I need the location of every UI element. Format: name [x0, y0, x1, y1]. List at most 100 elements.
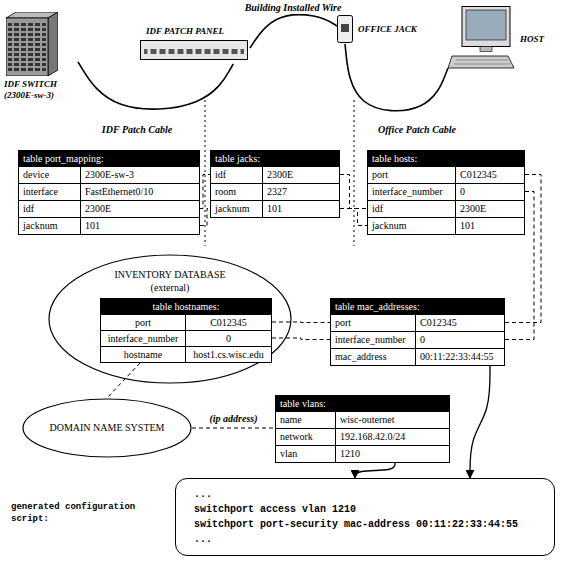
ellipse-label: INVENTORY DATABASE	[48, 268, 292, 281]
field-value: 2327	[263, 183, 339, 200]
field-value: 00:11:22:33:44:55	[416, 348, 504, 365]
db-table: table vlans:namewisc-outernetnetwork192.…	[275, 395, 450, 463]
patch-panel: IDF PATCH PANEL	[138, 24, 250, 64]
database-ellipse: INVENTORY DATABASE(external) table hostna…	[48, 254, 292, 384]
field-value: 2300E	[81, 200, 199, 217]
table-title: table jacks:	[211, 151, 339, 166]
field-value: 192.168.42.0/24	[336, 428, 449, 445]
db-table: table jacks:idf2300Eroom2327jacknum101	[210, 150, 340, 218]
separator-line	[205, 100, 206, 246]
device-art	[338, 16, 353, 43]
separator-line	[354, 100, 355, 246]
db-table: table hostnames:portC012345interface_num…	[100, 298, 272, 363]
script-line: ...	[194, 487, 536, 502]
link-line	[272, 322, 330, 324]
field-value: 0	[416, 331, 504, 348]
edge-label-box: Building Installed Wire	[243, 2, 344, 14]
table-body: device2300E-sw-3interfaceFastEthernet0/1…	[19, 166, 199, 234]
device-illustration	[6, 12, 58, 76]
field-value: 101	[81, 217, 199, 234]
device-illustration	[140, 40, 248, 60]
ellipse-label: DOMAIN NAME SYSTEM	[22, 421, 192, 434]
db-table: table hosts:portC012345interface_number0…	[367, 150, 525, 235]
field-name: jacknum	[19, 217, 81, 234]
cable-line	[345, 44, 448, 111]
field-value: 101	[456, 217, 524, 234]
device-label: IDF PATCH PANEL	[146, 26, 250, 37]
arrow-line	[470, 366, 490, 478]
table-body: portC012345interface_number0mac_address0…	[331, 314, 504, 365]
office-jack: OFFICE JACK	[337, 14, 432, 44]
device-illustration	[448, 6, 518, 70]
field-value: 0	[456, 183, 524, 200]
table-title: table vlans:	[276, 396, 449, 411]
script-line: switchport port-security mac-address 00:…	[194, 517, 536, 532]
field-name: device	[19, 166, 81, 183]
field-value: 2300E	[263, 166, 339, 183]
table-title: table hosts:	[368, 151, 524, 166]
field-name: network	[276, 428, 336, 445]
field-name: port	[101, 314, 186, 330]
db-table: table mac_addresses:portC012345interface…	[330, 298, 505, 366]
link-line	[340, 209, 367, 226]
config-script-box: generated configuration script:...switch…	[175, 478, 555, 556]
service-ellipse: DOMAIN NAME SYSTEM	[22, 398, 192, 458]
db-table: table port_mapping:device2300E-sw-3inter…	[18, 150, 200, 235]
device-illustration	[337, 15, 353, 43]
field-name: hostname	[101, 346, 186, 362]
field-value: 0	[186, 330, 271, 346]
script-line: ...	[194, 532, 536, 547]
field-value: 2300E-sw-3	[81, 166, 199, 183]
field-name: interface_number	[331, 331, 416, 348]
field-value: 2300E	[456, 200, 524, 217]
field-name: interface_number	[368, 183, 456, 200]
edge-label-box: IDF Patch Cable	[100, 124, 174, 136]
cable-line	[78, 62, 233, 109]
switch-device: IDF SWITCH (2300E-sw-3)	[4, 12, 78, 102]
table-title: table hostnames:	[101, 299, 271, 314]
field-name: jacknum	[211, 200, 263, 217]
script-line: switchport access vlan 1210	[194, 502, 536, 517]
table-body: portC012345interface_number0idf2300Ejack…	[368, 166, 524, 234]
link-line	[340, 175, 367, 209]
edge-label-box: (ip address)	[207, 413, 259, 425]
field-name: idf	[19, 200, 81, 217]
link-line	[192, 428, 275, 429]
field-value: C012345	[416, 314, 504, 331]
field-name: interface	[19, 183, 81, 200]
table-title: table port_mapping:	[19, 151, 199, 166]
field-name: idf	[368, 200, 456, 217]
ellipse-shape	[49, 255, 291, 383]
field-name: interface_number	[101, 330, 186, 346]
cable-line	[250, 15, 337, 48]
field-value: host1.cs.wisc.edu	[186, 346, 271, 362]
field-name: port	[331, 314, 416, 331]
field-name: mac_address	[331, 348, 416, 365]
host-computer: HOST	[448, 2, 558, 74]
link-line	[200, 209, 210, 226]
ellipse-shape	[23, 399, 191, 457]
edge-label: Office Patch Cable	[376, 124, 458, 136]
arrow-line	[355, 463, 395, 478]
field-name: room	[211, 183, 263, 200]
device-art	[6, 12, 58, 76]
field-value: FastEthernet0/10	[81, 183, 199, 200]
device-label: IDF SWITCH (2300E-sw-3)	[4, 79, 76, 101]
link-line	[272, 338, 330, 340]
table-body: namewisc-outernetnetwork192.168.42.0/24v…	[276, 411, 449, 462]
field-value: 101	[263, 200, 339, 217]
device-art	[141, 41, 248, 60]
ellipse-label: (external)	[48, 281, 292, 294]
edge-label: (ip address)	[207, 413, 259, 425]
field-name: port	[368, 166, 456, 183]
field-name: vlan	[276, 445, 336, 462]
field-name: name	[276, 411, 336, 428]
field-value: 1210	[336, 445, 449, 462]
field-name: jacknum	[368, 217, 456, 234]
field-value: C012345	[186, 314, 271, 330]
edge-label-box: Office Patch Cable	[376, 124, 458, 136]
table-body: idf2300Eroom2327jacknum101	[211, 166, 339, 217]
table-body: portC012345interface_number0hostnamehost…	[101, 314, 271, 362]
table-title: table mac_addresses:	[331, 299, 504, 314]
field-value: wisc-outernet	[336, 411, 449, 428]
